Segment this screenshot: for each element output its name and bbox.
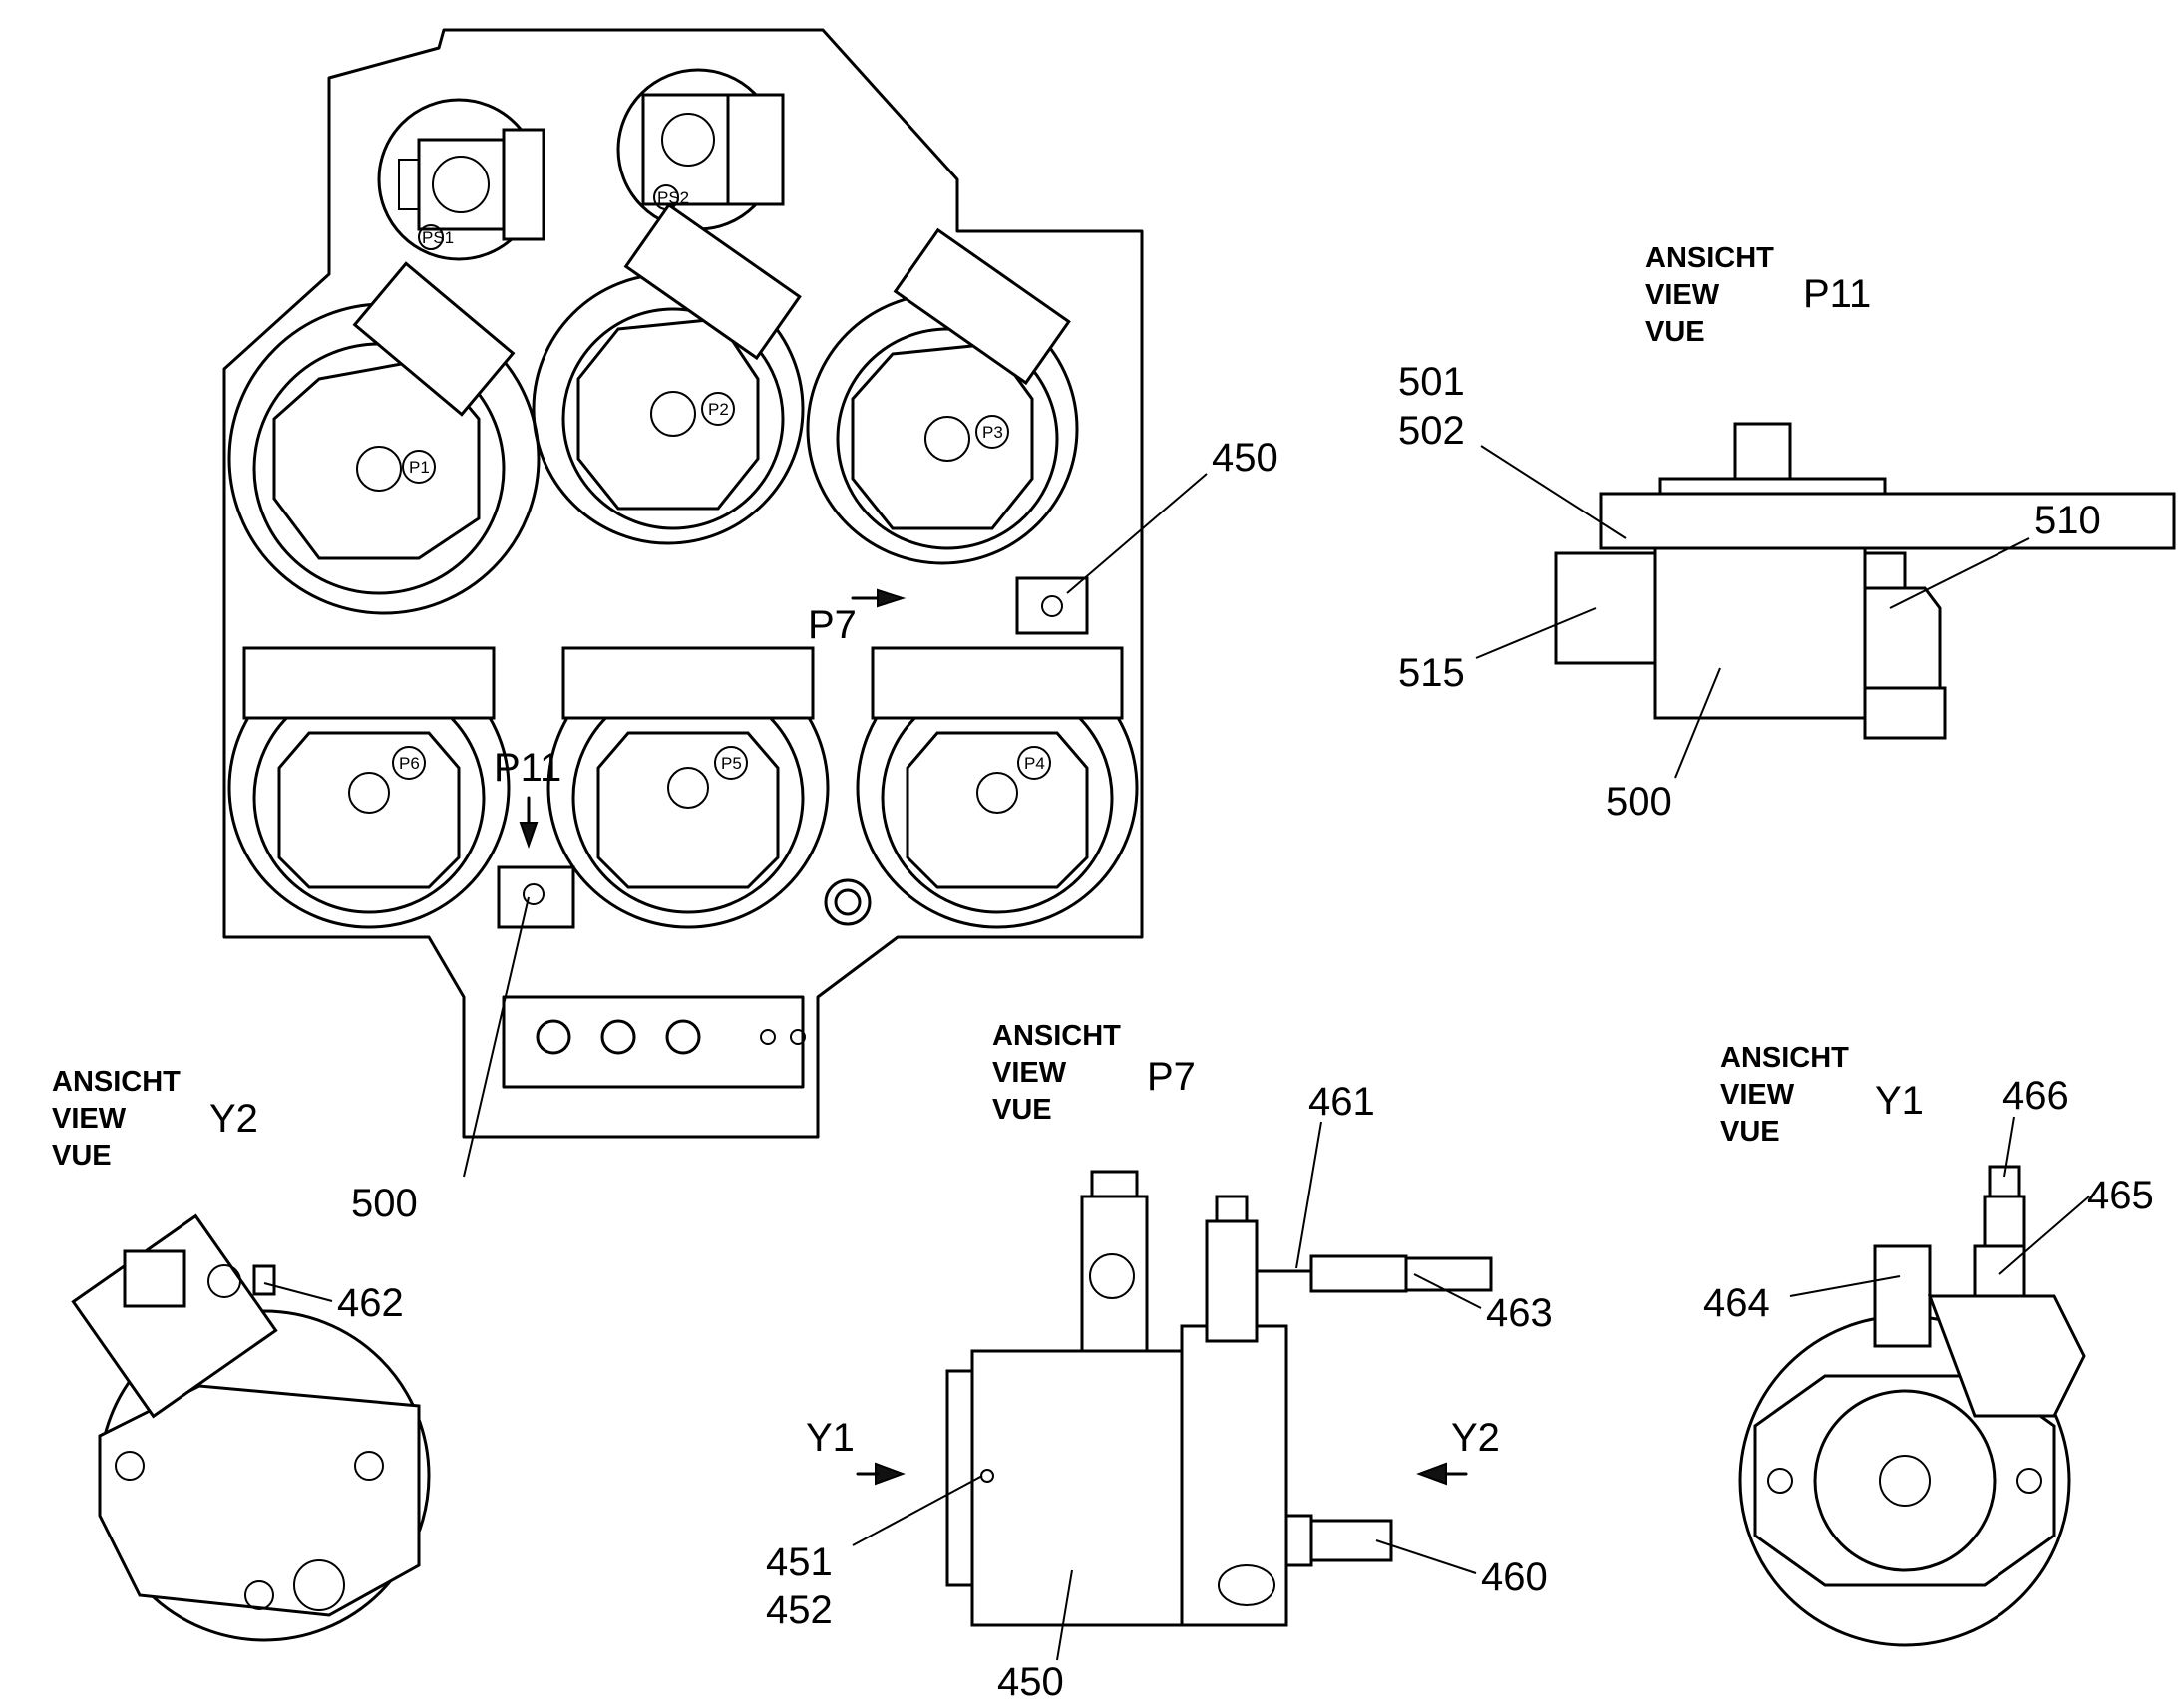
heading-view: VIEW	[1720, 1079, 1795, 1111]
callout-510: 510	[2034, 499, 2101, 542]
callout-465: 465	[2087, 1174, 2154, 1217]
pump-tag-p2: P2	[708, 400, 729, 419]
pump-p4: P4	[856, 646, 1139, 929]
callout-450-p7: 450	[997, 1660, 1064, 1704]
bracket-bolt	[665, 1019, 701, 1055]
heading-vue: VUE	[52, 1140, 112, 1172]
y1-elbow-465	[1973, 1244, 2026, 1298]
view-marker-y2: Y2	[1451, 1416, 1500, 1460]
view-arrow-y1: Y1	[806, 1416, 906, 1486]
view-title-p7: P7	[1147, 1055, 1196, 1099]
gear-pump-500-location	[497, 865, 575, 929]
view-title-y1: Y1	[1875, 1079, 1924, 1123]
view-title-p11: P11	[1803, 272, 1871, 316]
heading-ansicht: ANSICHT	[1720, 1042, 1849, 1074]
callout-500-p11: 500	[1606, 780, 1672, 824]
view-p7-panel: ANSICHT VIEW VUE P7 Y1 Y2 461 463	[766, 1020, 1553, 1704]
bottom-bracket	[502, 995, 805, 1089]
bracket-bolt	[536, 1019, 571, 1055]
heading-vue: VUE	[1720, 1116, 1780, 1148]
callout-502: 502	[1398, 409, 1465, 453]
pump-p1: P1	[227, 261, 541, 615]
heading-vue: VUE	[1645, 316, 1705, 348]
pump-tag-p6: P6	[399, 754, 420, 773]
p7-filter-463	[1404, 1256, 1493, 1292]
pilot-pump-ps2: PS2	[616, 68, 785, 231]
callout-500-main: 500	[351, 1182, 418, 1225]
callout-461: 461	[1308, 1080, 1375, 1124]
callout-452: 452	[766, 1588, 833, 1632]
pump-p2: P2	[532, 202, 805, 545]
callout-464: 464	[1703, 1281, 1770, 1325]
p7-fitting-461	[1309, 1254, 1408, 1293]
leader-450	[1066, 473, 1208, 594]
p11-flange	[1599, 492, 2176, 550]
heading-view: VIEW	[52, 1103, 127, 1135]
pump-tag-p1: P1	[409, 458, 430, 477]
view-marker-p11: P11	[494, 746, 561, 790]
callout-515: 515	[1398, 651, 1465, 695]
heading-ansicht: ANSICHT	[1645, 242, 1774, 274]
heading-ansicht: ANSICHT	[992, 1020, 1121, 1052]
callout-501: 501	[1398, 360, 1465, 404]
pump-tag-p5: P5	[721, 754, 742, 773]
view-arrow-y2: Y2	[1416, 1416, 1500, 1486]
pump-tag-p3: P3	[982, 423, 1003, 442]
view-p11-panel: ANSICHT VIEW VUE P11 501 502 510 515 500	[1398, 242, 2176, 824]
view-marker-y1: Y1	[806, 1416, 855, 1460]
pump-tag-ps2: PS2	[657, 188, 689, 207]
pump-tag-p4: P4	[1024, 754, 1045, 773]
p11-elbow-510	[1863, 586, 1942, 690]
view-y1-panel: ANSICHT VIEW VUE Y1 466 465 464	[1703, 1042, 2154, 1647]
leader-500	[463, 896, 530, 1178]
pump-p6: P6	[227, 646, 511, 929]
heading-ansicht: ANSICHT	[52, 1066, 181, 1098]
mounting-plate-outline	[222, 28, 1144, 1139]
callout-463: 463	[1486, 1291, 1553, 1335]
y1-fitting-466	[1983, 1195, 2026, 1248]
callout-451: 451	[766, 1540, 833, 1584]
pump-tag-ps1: PS1	[422, 228, 454, 247]
view-title-y2: Y2	[209, 1097, 258, 1141]
view-arrow-p11: P11	[494, 746, 561, 850]
pump-p5: P5	[546, 646, 830, 929]
heading-view: VIEW	[992, 1057, 1067, 1089]
p11-housing	[1653, 546, 1867, 720]
y2-valve-block	[71, 1213, 278, 1419]
valve-block-450	[1015, 576, 1089, 635]
callout-460: 460	[1481, 1555, 1548, 1599]
callout-466: 466	[2002, 1074, 2069, 1118]
p11-port-515	[1554, 551, 1657, 665]
heading-vue: VUE	[992, 1094, 1052, 1126]
y1-fitting-464	[1873, 1244, 1932, 1348]
callout-450-main: 450	[1212, 436, 1278, 480]
bracket-bolt	[600, 1019, 636, 1055]
heading-view: VIEW	[1645, 279, 1720, 311]
y1-flange	[1753, 1374, 2056, 1587]
p7-upper-fitting	[1080, 1195, 1149, 1353]
callout-462: 462	[337, 1281, 404, 1325]
view-arrow-p7: P7	[808, 588, 907, 647]
pump-p3: P3	[806, 227, 1079, 565]
view-marker-p7: P7	[808, 603, 857, 647]
view-y2-panel: ANSICHT VIEW VUE Y2 462	[52, 1066, 431, 1642]
pilot-pump-ps1: PS1	[377, 98, 545, 261]
main-assembly-view: PS1 PS2 P1 P2	[222, 28, 1278, 1225]
y2-fitting	[123, 1249, 186, 1308]
y2-flange	[98, 1384, 421, 1617]
